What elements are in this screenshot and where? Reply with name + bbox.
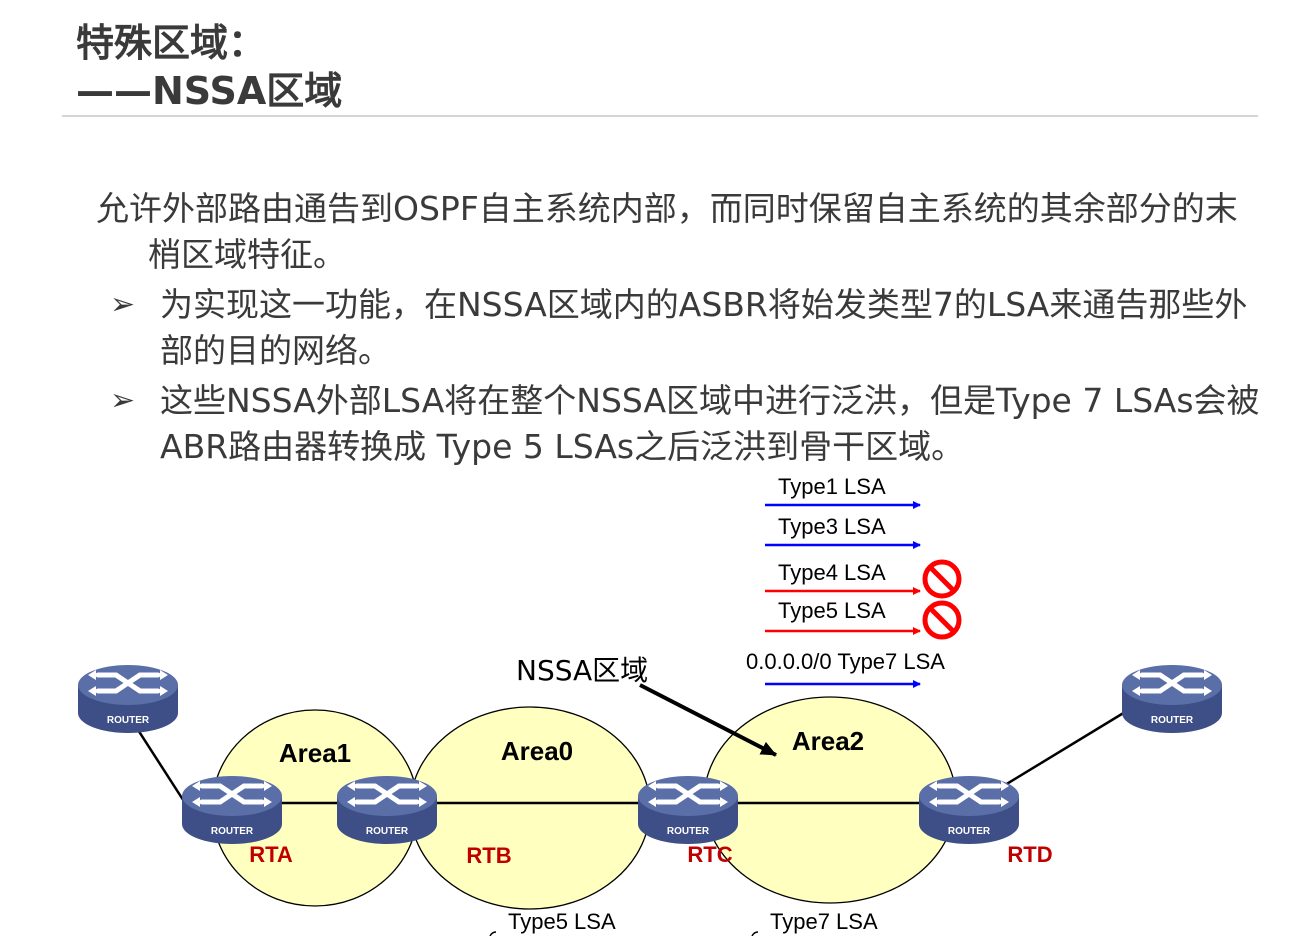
rtb-label: RTB <box>466 843 511 868</box>
router-icon-label: ROUTER <box>211 826 254 837</box>
type4-lsa-label: Type4 LSA <box>778 560 886 585</box>
page-subtitle: ——NSSA区域 <box>76 69 343 113</box>
nssa-callout-label: NSSA区域 <box>516 654 648 687</box>
bottom-arrow-stub <box>489 931 497 936</box>
bottom-arrow-stub <box>751 931 759 936</box>
external-router-right-icon: ROUTER <box>1122 665 1222 733</box>
nssa-callout-arrow <box>639 683 777 757</box>
blocked-icon <box>922 600 962 640</box>
bullet-text: 这些NSSA外部LSA将在整个NSSA区域中进行泛洪，但是Type 7 LSAs… <box>160 381 1260 466</box>
rtd-label: RTD <box>1007 842 1052 867</box>
content-body: 允许外部路由通告到OSPF自主系统内部，而同时保留自主系统的其余部分的末梢区域特… <box>96 186 1266 470</box>
rta-router-icon: ROUTER <box>182 776 282 844</box>
area2-label: Area2 <box>792 726 864 756</box>
bullet-text: 为实现这一功能，在NSSA区域内的ASBR将始发类型7的LSA来通告那些外部的目… <box>160 285 1248 370</box>
router-icon-label: ROUTER <box>1151 715 1194 726</box>
rtc-label: RTC <box>687 842 732 867</box>
rtb-router-icon: ROUTER <box>337 776 437 844</box>
type3-lsa-label: Type3 LSA <box>778 514 886 539</box>
area1-label: Area1 <box>279 738 351 768</box>
external-router-left-icon: ROUTER <box>78 665 178 733</box>
bottom-type5-lsa-label: Type5 LSA <box>508 909 616 934</box>
type1-lsa-label: Type1 LSA <box>778 474 886 499</box>
rta-label: RTA <box>249 842 293 867</box>
blocked-icon <box>922 559 962 599</box>
router-icon-label: ROUTER <box>107 715 150 726</box>
bullet-arrow-icon: ➢ <box>110 383 136 418</box>
bullet-item: ➢ 为实现这一功能，在NSSA区域内的ASBR将始发类型7的LSA来通告那些外部… <box>96 282 1266 374</box>
rtc-router-icon: ROUTER <box>638 776 738 844</box>
bullet-arrow-icon: ➢ <box>110 287 136 322</box>
bottom-type7-lsa-label: Type7 LSA <box>770 909 878 934</box>
type5-lsa-label: Type5 LSA <box>778 598 886 623</box>
router-icon-label: ROUTER <box>948 826 991 837</box>
intro-paragraph: 允许外部路由通告到OSPF自主系统内部，而同时保留自主系统的其余部分的末梢区域特… <box>96 189 1238 274</box>
router-icon-label: ROUTER <box>366 826 409 837</box>
default-type7-lsa-label: 0.0.0.0/0 Type7 LSA <box>746 649 945 674</box>
title-divider <box>62 115 1258 117</box>
rtd-router-icon: ROUTER <box>919 776 1019 844</box>
page-title: 特殊区域： <box>76 21 267 65</box>
router-icon-label: ROUTER <box>667 826 710 837</box>
bullet-item: ➢ 这些NSSA外部LSA将在整个NSSA区域中进行泛洪，但是Type 7 LS… <box>96 378 1266 470</box>
area0-label: Area0 <box>501 736 573 766</box>
